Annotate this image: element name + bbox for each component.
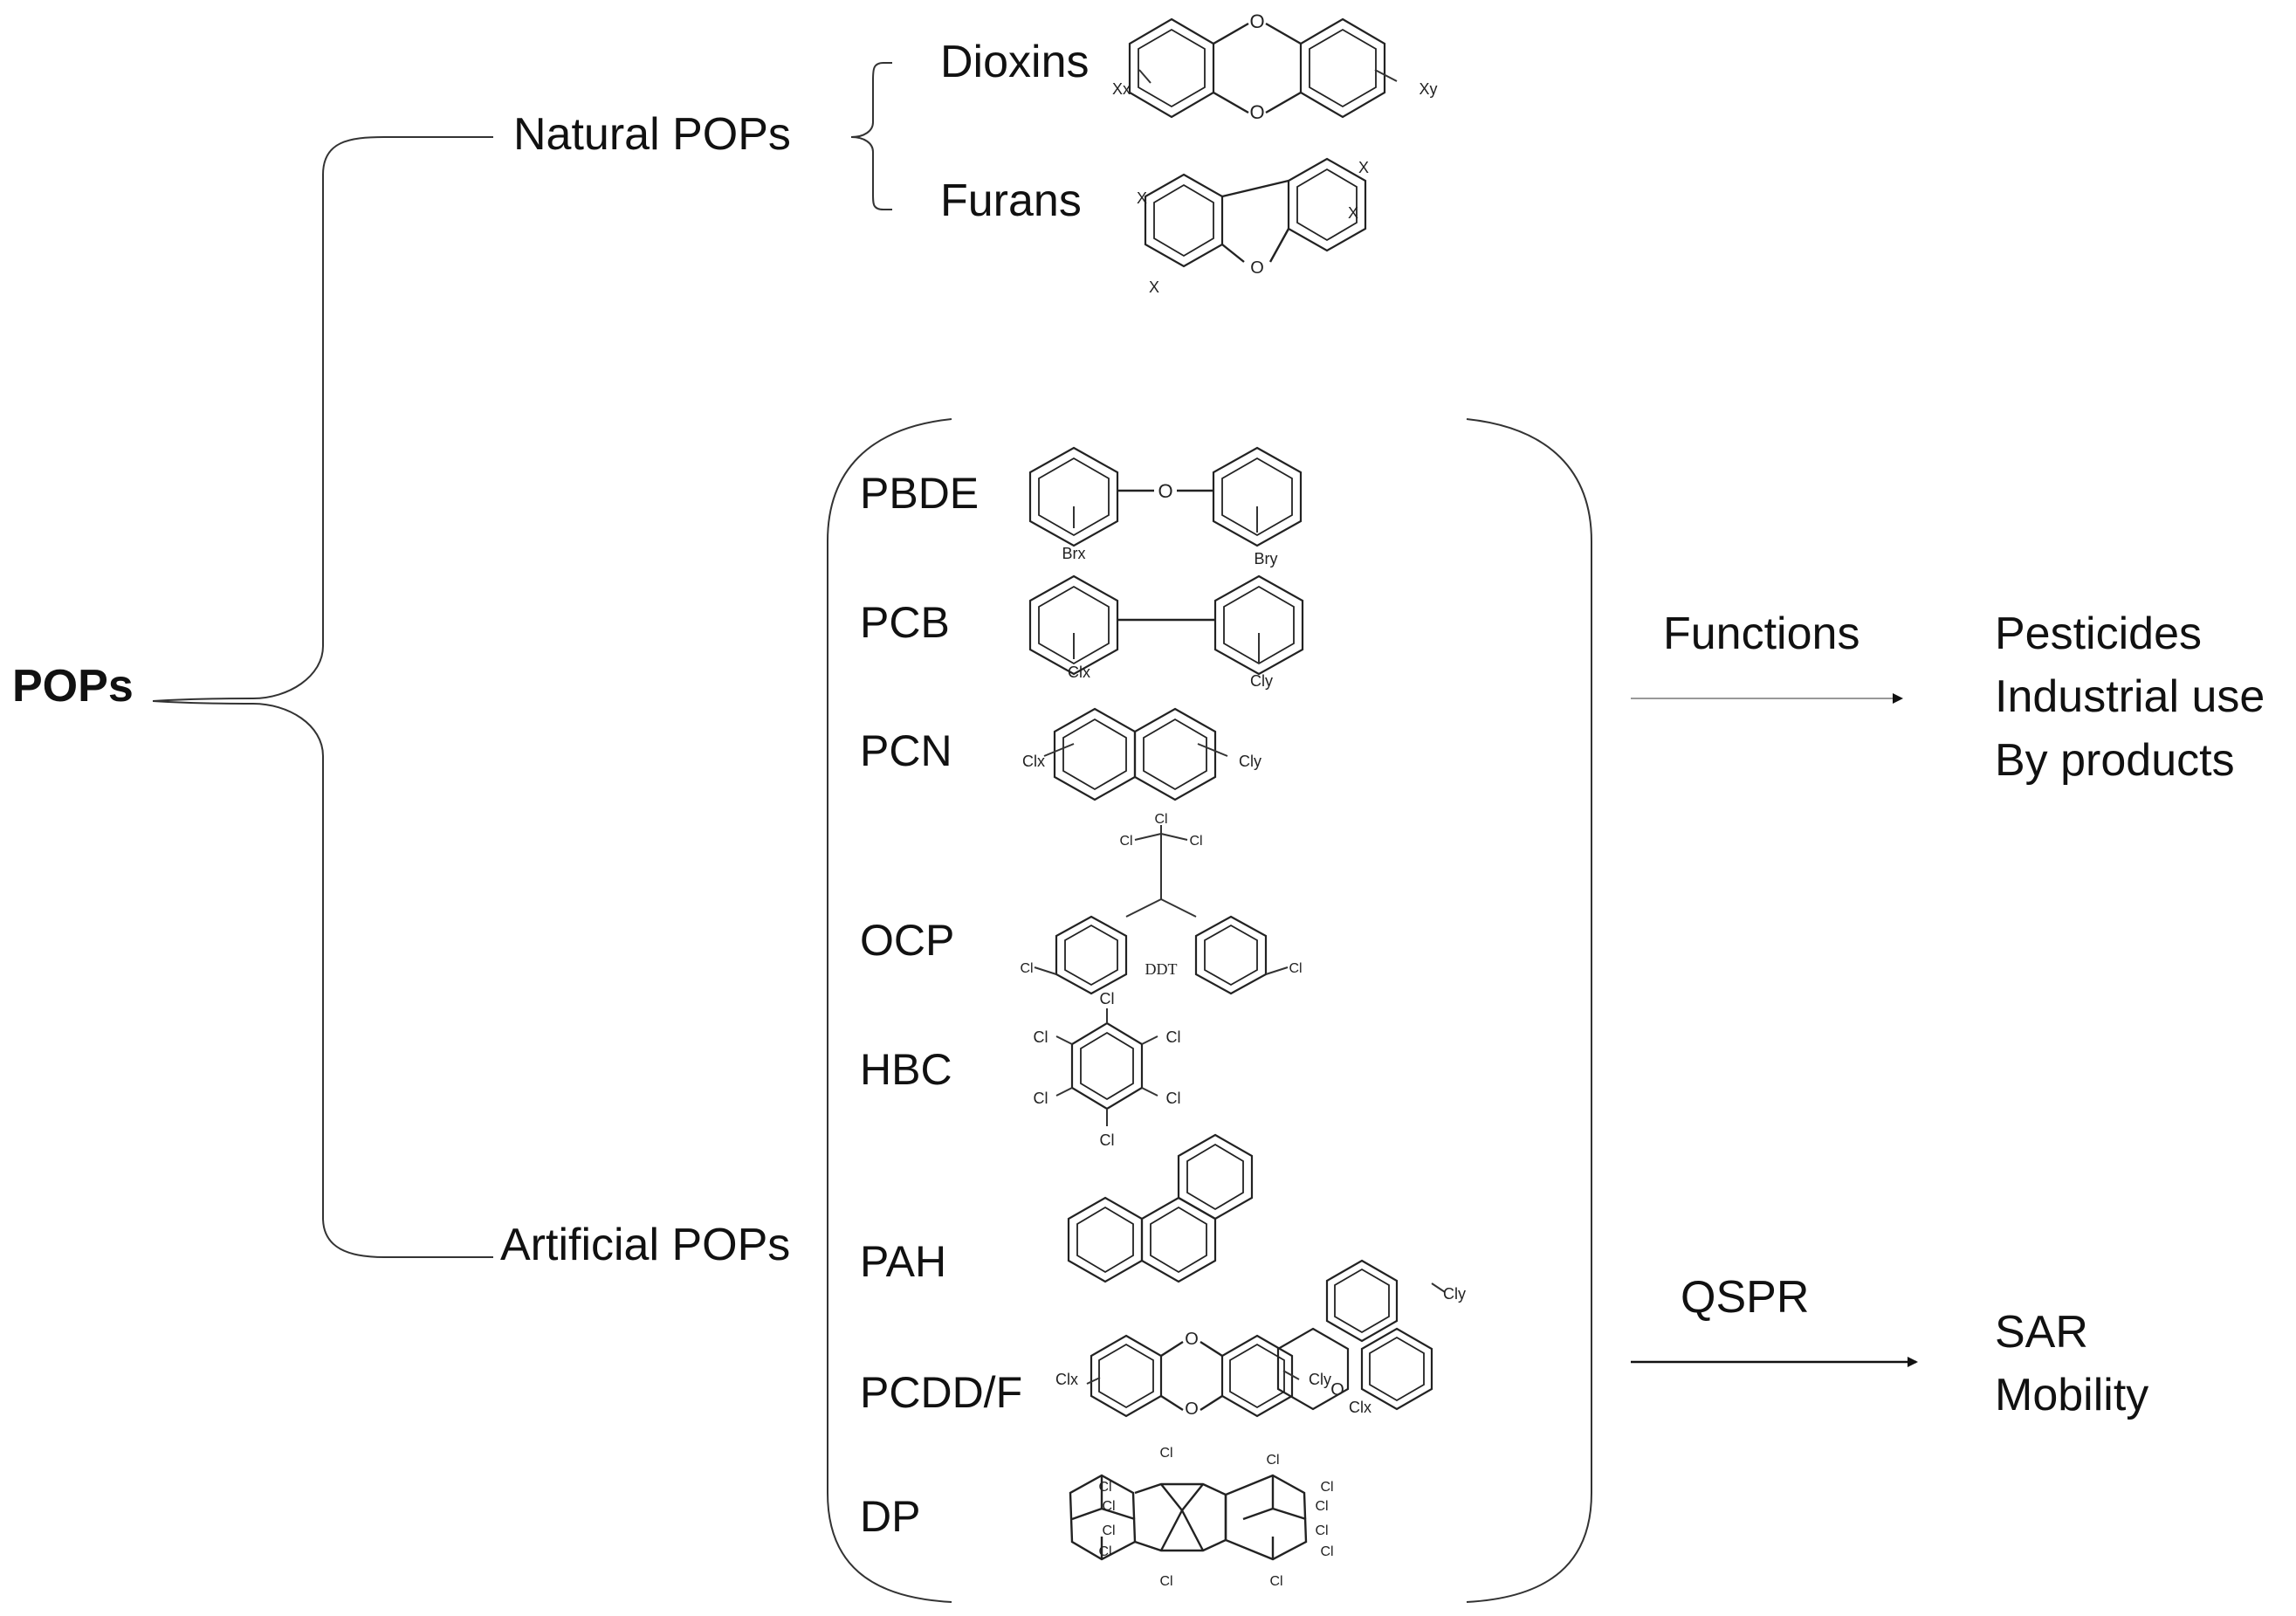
pcb-structure: Clx Cly [1028,574,1304,690]
chlorine-label: Cl [1266,1453,1279,1468]
functions-label: Functions [1663,609,1860,659]
chlorine-label: Cl [1020,961,1033,976]
function-outcome: Industrial use [1995,671,2265,722]
furans-label: Furans [940,175,1082,226]
class-label-hbc: HBC [860,1045,952,1094]
chlorine-label: Cl [1320,1480,1333,1495]
chlorine-label: Cl [1102,1499,1115,1514]
chlorine-label: Cl [1034,1028,1048,1046]
oxygen-label: O [1249,101,1264,123]
chlorine-x-label: Clx [1022,753,1045,770]
chlorine-label: Cl [1119,834,1132,849]
main-tree-bracket [152,136,493,1258]
dioxin-substituent-y: Xy [1419,80,1437,98]
chlorine-label: Cl [1100,1131,1115,1149]
natural-brace [850,62,892,210]
chlorine-y-label: Cly [1443,1285,1466,1303]
pbde-structure: O Brx Bry [1028,446,1303,567]
bromine-y-label: Bry [1255,550,1278,567]
ddt-structure: Cl Cl Cl Cl Cl DDT [1020,812,1303,995]
class-label-pah: PAH [860,1237,947,1286]
root-label: POPs [12,661,134,712]
pcn-structure: Clx Cly [1022,707,1261,801]
artificial-pops-label: Artificial POPs [500,1220,791,1270]
right-parenthesis [1466,418,1592,1603]
pcdd-structure: O O Clx Cly [1055,1330,1331,1419]
chlorine-label: Cl [1166,1090,1181,1107]
furan-structure: O X X X X [1137,157,1369,296]
class-label-pbde: PBDE [860,469,980,518]
furan-substituent: X [1137,189,1147,207]
oxygen-label: O [1185,1330,1199,1349]
chlorine-label: Cl [1189,834,1202,849]
bromine-x-label: Brx [1062,545,1086,562]
class-label-ocp: OCP [860,916,955,965]
class-label-pcb: PCB [860,598,950,647]
furan-substituent: X [1358,159,1369,176]
chlorine-label: Cl [1159,1574,1172,1589]
oxygen-label: O [1249,10,1264,32]
chlorine-label: Cl [1098,1480,1111,1495]
chlorine-y-label: Cly [1250,672,1273,690]
class-label-pcddf: PCDD/F [860,1368,1023,1417]
pcdf-structure: O Cly Clx [1276,1259,1466,1416]
dioxin-substituent-x: Xx [1112,80,1131,98]
oxygen-label: O [1158,480,1172,502]
function-outcome: By products [1995,735,2235,786]
class-label-pcn: PCN [860,726,952,775]
chlorine-label: Cl [1166,1028,1181,1046]
chlorine-y-label: Cly [1309,1371,1331,1388]
chlorine-label: Cl [1102,1523,1115,1538]
oxygen-label: O [1330,1380,1344,1399]
oxygen-label: O [1185,1399,1199,1419]
chlorine-x-label: Clx [1349,1399,1371,1416]
chlorine-label: Cl [1098,1544,1111,1559]
qspr-outcome: Mobility [1995,1370,2149,1420]
chlorine-label: Cl [1315,1499,1328,1514]
ddt-label: DDT [1145,960,1178,978]
chlorine-label: Cl [1159,1446,1172,1461]
hbc-structure: Cl Cl Cl Cl Cl Cl [1034,990,1181,1149]
chlorine-label: Cl [1100,990,1115,1007]
function-outcome: Pesticides [1995,609,2202,659]
dioxin-structure: O O Xx Xy [1112,10,1438,123]
chlorine-label: Cl [1154,812,1167,827]
qspr-outcome: SAR [1995,1307,2088,1358]
qspr-label: QSPR [1681,1272,1810,1323]
natural-pops-label: Natural POPs [513,109,791,160]
chlorine-label: Cl [1269,1574,1282,1589]
chlorine-label: Cl [1289,961,1302,976]
chlorine-x-label: Clx [1055,1371,1078,1388]
dioxins-label: Dioxins [940,37,1090,87]
oxygen-label: O [1250,258,1264,278]
dp-structure: Cl Cl Cl Cl Cl Cl Cl Cl Cl Cl Cl Cl [1069,1446,1334,1589]
chlorine-label: Cl [1034,1090,1048,1107]
furan-substituent: X [1149,279,1159,296]
chlorine-x-label: Clx [1068,664,1090,681]
chlorine-y-label: Cly [1239,753,1261,770]
chlorine-label: Cl [1320,1544,1333,1559]
left-parenthesis [827,418,952,1603]
class-label-dp: DP [860,1492,921,1541]
pah-structure [1067,1133,1254,1283]
furan-substituent: X [1348,204,1358,222]
chlorine-label: Cl [1315,1523,1328,1538]
